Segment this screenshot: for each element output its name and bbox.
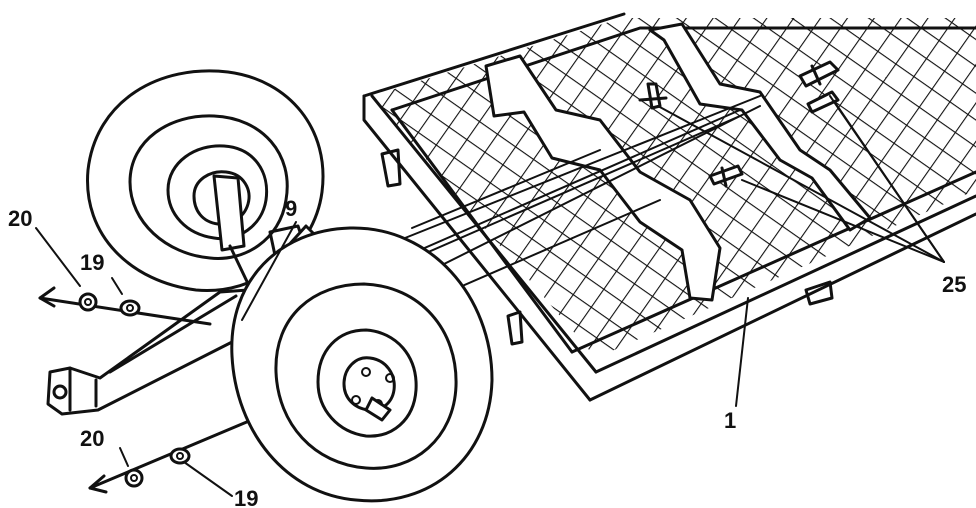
rear-wheel — [86, 69, 325, 294]
callout-9: 9 — [285, 196, 297, 221]
callout-1: 1 — [724, 408, 736, 433]
washer-icon — [169, 447, 191, 465]
callout-20-top: 20 — [8, 206, 32, 231]
lug-nut-icon — [361, 367, 371, 377]
callout-25: 25 — [942, 272, 966, 297]
cross-member — [484, 54, 722, 302]
arrow-left-icon — [88, 474, 108, 494]
washer-icon — [119, 299, 141, 317]
front-wheel — [230, 226, 494, 503]
nut-icon — [78, 292, 98, 312]
bolt-icon — [708, 164, 744, 188]
callout-19-top: 19 — [80, 250, 104, 275]
nut-icon — [124, 468, 144, 488]
hardware — [38, 286, 191, 494]
callout-20-bottom: 20 — [80, 426, 104, 451]
bolts — [638, 60, 945, 263]
arrow-left-icon — [38, 286, 56, 308]
leader-lines — [35, 221, 749, 497]
cross-member — [648, 22, 872, 232]
bolt-icon — [798, 60, 840, 88]
lug-nut-icon — [351, 395, 361, 405]
callout-19-bottom: 19 — [234, 486, 258, 508]
hitch-pin-icon — [52, 384, 68, 400]
lug-nut-icon — [385, 373, 395, 383]
